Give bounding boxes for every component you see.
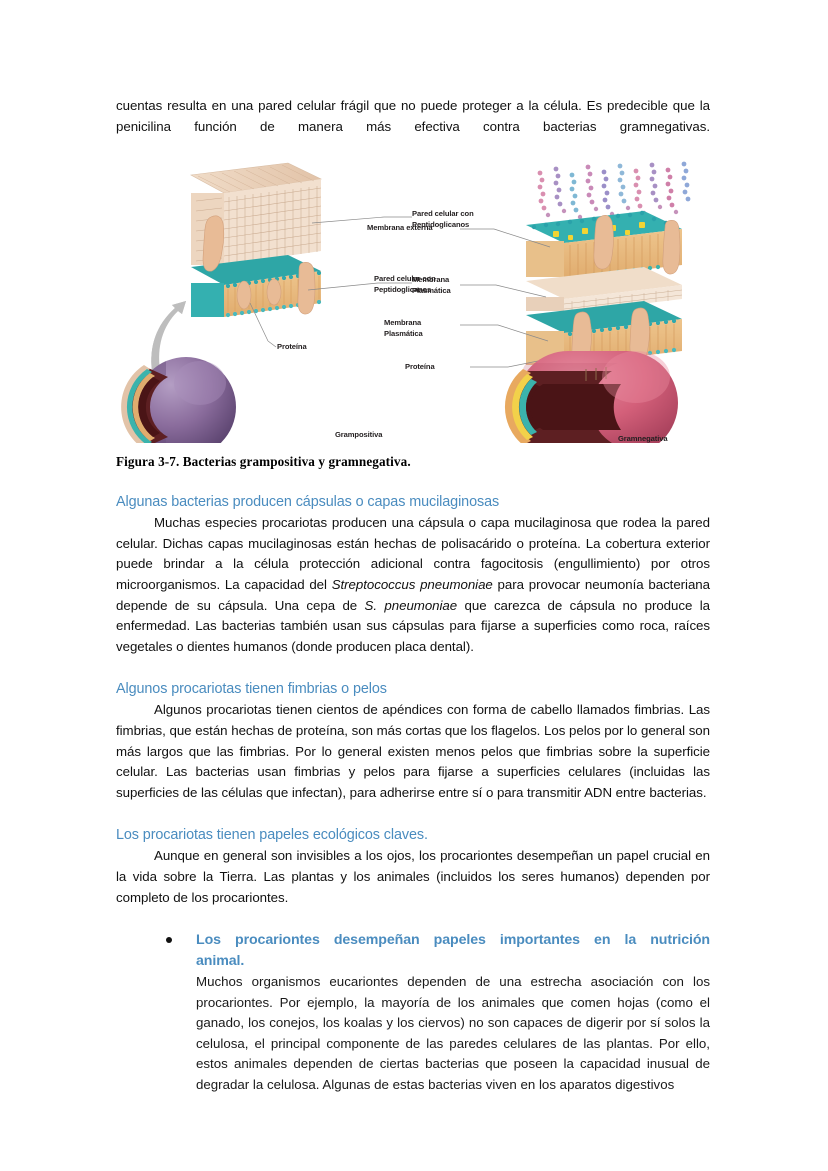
top-paragraph-line2: la penicilina función de manera más efec… <box>116 98 710 134</box>
bullet-item-nutricion-animal: Los procariontes desempeñan papeles impo… <box>116 930 710 1096</box>
section-ecologicos: Los procariotas tienen papeles ecológico… <box>116 826 710 908</box>
top-paragraph: cuentas resulta en una pared celular frá… <box>116 96 710 137</box>
section-heading-fimbrias: Algunos procariotas tienen fimbrias o pe… <box>116 681 387 698</box>
gram-negative-diagram <box>460 161 691 444</box>
bullet-heading-line1: Los procariontes desempeñan papeles impo… <box>196 932 710 949</box>
peptidoglycan-mesh <box>195 186 322 264</box>
section-heading-ecologicos: Los procariotas tienen papeles ecológico… <box>116 827 428 844</box>
outer-membrane-front-face <box>564 229 682 280</box>
text-run: Muchas especies procariotas producen una… <box>116 515 710 592</box>
plasma-membrane-top-face <box>191 255 321 286</box>
section-capsulas: Algunas bacterias producen cápsulas o ca… <box>116 493 710 657</box>
thin-peptidoglycan-top-face <box>526 267 682 300</box>
figure-caption: Figura 3-7. Bacterias grampositiva y gra… <box>116 454 411 470</box>
leader-lines-left <box>249 216 412 348</box>
section-heading-capsulas: Algunas bacterias producen cápsulas o ca… <box>116 494 500 511</box>
section-body-ecologicos: Aunque en general son invisibles a los o… <box>116 848 710 905</box>
label-right-plasma-membrane: Membrana Plasmática <box>384 318 423 338</box>
lps-chains <box>537 161 691 220</box>
membrane-protein-shapes <box>202 215 316 315</box>
species-name-streptococcus: Streptococcus pneumoniae <box>331 576 493 592</box>
thin-peptidoglycan-left-face <box>526 297 564 312</box>
label-left-protein: Proteína <box>277 342 307 352</box>
species-name-s-pneumoniae: S. pneumoniae <box>364 597 458 613</box>
label-left-plasma-membrane: Membrana Plasmática <box>412 275 451 295</box>
section-body-capsulas: Muchas especies procariotas producen una… <box>116 513 710 657</box>
outer-membrane-proteins <box>593 215 681 275</box>
bullet-body-text: Muchos organismos eucariontes dependen d… <box>196 974 710 1093</box>
section-body-fimbrias: Algunos procariotas tienen cientos de ap… <box>116 702 710 800</box>
top-paragraph-line1: cuentas resulta en una pared celular frá… <box>116 98 695 113</box>
peptidoglycan-top-mesh <box>197 164 315 193</box>
bullet-dot-icon <box>166 937 172 944</box>
outer-membrane-left-face <box>526 241 564 278</box>
bullet-heading-line2: animal. <box>196 953 245 970</box>
label-right-outer-membrane: Membrana externa <box>367 223 433 233</box>
label-right-cell-wall: Pared celular con Peptidoglicanos <box>374 274 436 294</box>
plasma-membrane-left-face <box>191 283 224 318</box>
section-fimbrias: Algunos procariotas tienen fimbrias o pe… <box>116 680 710 803</box>
bullet-heading: Los procariontes desempeñan papeles impo… <box>196 930 710 972</box>
figure-3-7: Pared celular con Peptidoglicanos Membra… <box>116 155 710 444</box>
label-gram-negative-cell: Gramnegativa <box>618 434 668 444</box>
label-left-cell-wall: Pared celular con Peptidoglicanos <box>412 209 474 229</box>
gram-positive-cell <box>121 357 236 444</box>
text-run: para provocar neumonía bacteriana depend… <box>116 576 710 613</box>
gram-positive-diagram <box>121 162 412 444</box>
label-right-protein: Proteína <box>405 362 435 372</box>
label-gram-positive-cell: Grampositiva <box>335 430 383 440</box>
gram-negative-cell <box>505 351 678 444</box>
text-run: que carezca de cápsula no produce la enf… <box>116 597 710 654</box>
figure-illustration <box>121 161 691 444</box>
thin-peptidoglycan-front-face <box>564 285 682 314</box>
